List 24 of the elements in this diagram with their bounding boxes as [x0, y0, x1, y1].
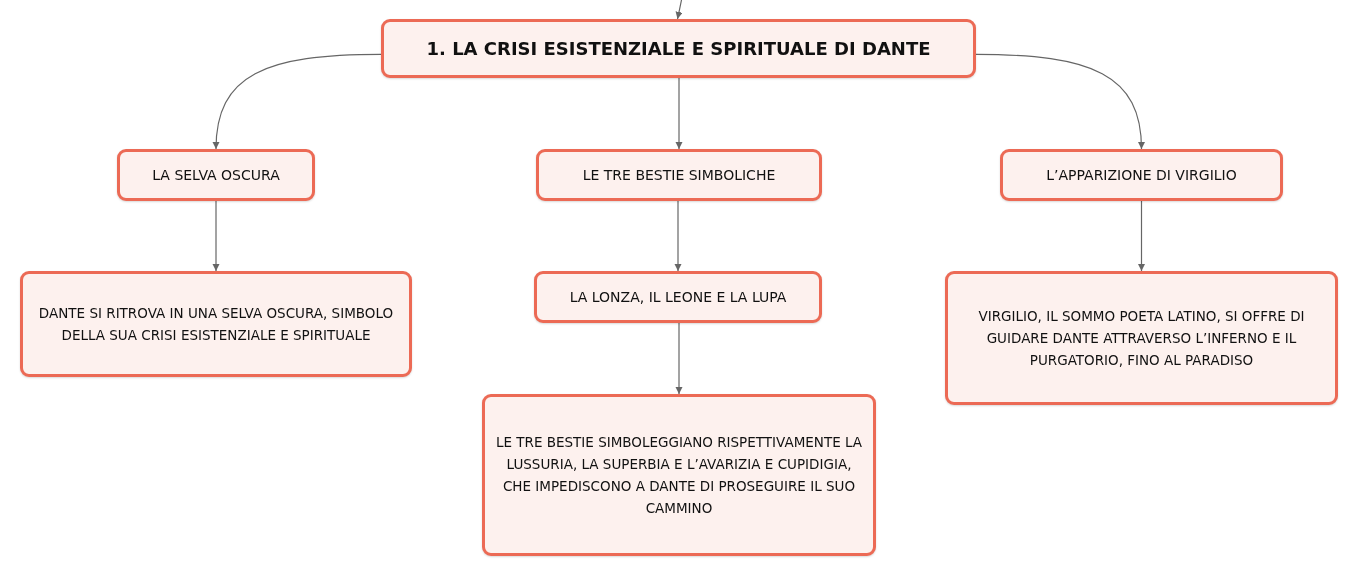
- arrow: [212, 200, 220, 272]
- arrow: [975, 53, 1145, 150]
- arrow: [212, 53, 382, 150]
- arrow: [675, 0, 683, 20]
- node-text: VIRGILIO, IL SOMMO POETA LATINO, SI OFFRE DI GUIDARE DANTE ATTRAVERSO L’INFERNO E IL PURGATORIO, FINO AL PARADISO: [977, 307, 1306, 370]
- topic-box: [536, 149, 822, 201]
- node-text: LE TRE BESTIE SIMBOLICHE: [581, 165, 777, 185]
- title-box: [381, 19, 976, 78]
- topic-box: [482, 394, 876, 556]
- topic-box: [534, 271, 822, 323]
- topic-box: [117, 149, 315, 201]
- node-text: LA LONZA, IL LEONE E LA LUPA: [568, 287, 788, 307]
- arrow: [675, 322, 683, 395]
- topic-box: [20, 271, 412, 377]
- arrow: [1137, 200, 1146, 272]
- node-text: 1. LA CRISI ESISTENZIALE E SPIRITUALE DI DANTE: [425, 38, 932, 59]
- node-text: LE TRE BESTIE SIMBOLEGGIANO RISPETTIVAMENTE LA LUSSURIA, LA SUPERBIA E L’AVARIZIA E CUPIDIGIA, CHE IMPEDISCONO A DANTE DI PROSEGUIRE IL SUO CAMMINO: [494, 433, 864, 518]
- arrow: [674, 200, 682, 272]
- topic-box: [945, 271, 1338, 405]
- node-text: DANTE SI RITROVA IN UNA SELVA OSCURA, SIMBOLO DELLA SUA CRISI ESISTENZIALE E SPIRITUALE: [37, 304, 395, 345]
- arrow: [675, 77, 683, 150]
- node-text: L’APPARIZIONE DI VIRGILIO: [1045, 165, 1238, 185]
- node-text: LA SELVA OSCURA: [151, 165, 281, 185]
- topic-box: [1000, 149, 1283, 201]
